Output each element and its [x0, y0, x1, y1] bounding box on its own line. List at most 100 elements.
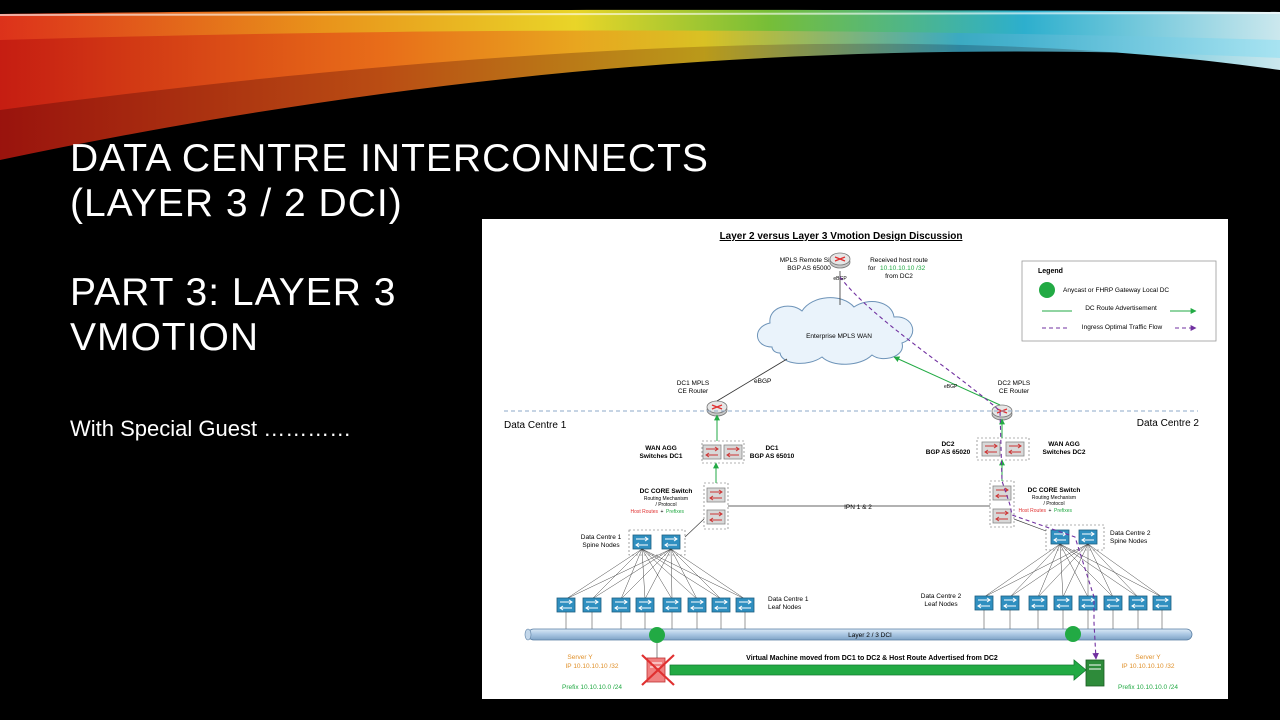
core-dc2-title: DC CORE Switch — [1028, 487, 1081, 494]
dc2-core-switch-icon — [992, 508, 1012, 524]
dc1-leaf-switch-icon — [662, 597, 682, 613]
mpls-sites-line1: MPLS Remote Sites — [780, 257, 839, 264]
dc2-bgp-line1: DC2 — [941, 441, 954, 448]
dc2-leaf-switch-icon — [974, 595, 994, 611]
part-heading: PART 3: LAYER 3 VMOTION — [70, 270, 396, 360]
dc1-wan-agg-switch-icon — [723, 444, 743, 460]
server-left-prefix: Prefix 10.10.10.0 /24 — [562, 684, 622, 691]
dc2-leaf-switch-icon — [1000, 595, 1020, 611]
dc2-leaf-switch-icon — [1053, 595, 1073, 611]
core-dc1-title: DC CORE Switch — [640, 488, 693, 495]
spine-dc2-line2: Spine Nodes — [1110, 538, 1148, 545]
mpls-wan-cloud — [757, 297, 914, 365]
dc2-ce-line1: DC2 MPLS — [998, 380, 1031, 387]
core-dc1-proto: / Protocol — [655, 502, 676, 508]
server-left-name: Server Y — [567, 654, 593, 661]
core-dc2-prefix: Prefixes — [1054, 508, 1073, 514]
ingress-flow-path — [839, 276, 1099, 660]
decorative-swoosh — [0, 9, 1280, 160]
spine-dc1-line1: Data Centre 1 — [581, 534, 622, 541]
network-diagram: Layer 2 versus Layer 3 Vmotion Design Di… — [482, 219, 1228, 699]
core-dc1-mech: Routing Mechanism — [644, 496, 688, 502]
leaf-dc1-line2: Leaf Nodes — [768, 604, 802, 611]
dc1-leaf-switch-icon — [711, 597, 731, 613]
server-right-ip: IP 10.10.10.10 /32 — [1121, 663, 1174, 670]
wan-agg-dc2-line2: Switches DC2 — [1043, 449, 1086, 456]
server-right-prefix: Prefix 10.10.10.0 /24 — [1118, 684, 1178, 691]
dc2-spine-switch-icon — [1078, 529, 1098, 545]
title-line-2: (LAYER 3 / 2 DCI) — [70, 182, 403, 225]
dc2-core-switch-icon — [992, 485, 1012, 501]
dc2-wan-agg-switch-icon — [1005, 441, 1025, 457]
vm-moved-label: Virtual Machine moved from DC1 to DC2 & … — [746, 655, 998, 662]
dc2-ce-router-icon — [991, 404, 1013, 421]
dc1-leaf-switch-icon — [611, 597, 631, 613]
server-left-ip: IP 10.10.10.10 /32 — [565, 663, 618, 670]
dc1-leaf-switch-icon — [582, 597, 602, 613]
core-dc2-proto: / Protocol — [1043, 501, 1064, 507]
dc1-label: Data Centre 1 — [504, 420, 567, 431]
dc1-spine-switch-icon — [632, 534, 652, 550]
guest-text: With Special Guest ………… — [70, 416, 352, 441]
legend-item-gateway: Anycast or FHRP Gateway Local DC — [1063, 287, 1169, 294]
legend-item-ingress: Ingress Optimal Traffic Flow — [1082, 324, 1163, 331]
core-dc1-prefix: Prefixes — [666, 509, 685, 515]
wan-agg-dc2-line1: WAN AGG — [1048, 441, 1080, 448]
spine-dc2-line1: Data Centre 2 — [1110, 530, 1151, 537]
leaf-dc2-line1: Data Centre 2 — [921, 593, 962, 600]
mpls-remote-router-icon — [829, 252, 851, 269]
vm-move-arrow — [669, 659, 1087, 681]
legend-title: Legend — [1038, 268, 1063, 275]
dc1-core-switch-icon — [706, 487, 726, 503]
received-route-prefix: 10.10.10.10 /32 — [880, 265, 926, 272]
dc2-gateway-dot — [1065, 626, 1081, 642]
received-route-2: for — [868, 265, 876, 272]
legend-item-route-adv: DC Route Advertisement — [1085, 305, 1157, 312]
dc2-leaf-switch-icon — [1028, 595, 1048, 611]
dc1-spine-switch-icon — [661, 534, 681, 550]
dc1-leaf-switch-icon — [556, 597, 576, 613]
dc1-wan-agg-switch-icon — [702, 444, 722, 460]
dc2-leaf-switch-icon — [1152, 595, 1172, 611]
received-route-3: from DC2 — [885, 273, 913, 280]
core-dc1-host: Host Routes — [630, 509, 658, 515]
diagram-title: Layer 2 versus Layer 3 Vmotion Design Di… — [720, 231, 963, 242]
dci-bar-label: Layer 2 / 3 DCI — [848, 632, 892, 639]
dc2-ce-line2: CE Router — [999, 388, 1030, 395]
part-line-2: VMOTION — [70, 316, 259, 359]
leaf-drop-lines — [565, 610, 1163, 629]
legend: Legend Anycast or FHRP Gateway Local DC … — [1021, 260, 1217, 342]
wan-agg-dc1-line2: Switches DC1 — [640, 453, 683, 460]
dc1-ce-router-icon — [706, 400, 728, 417]
server-right-icon — [1085, 659, 1105, 687]
dc1-leaf-mesh — [565, 548, 746, 600]
wan-agg-dc1-line1: WAN AGG — [645, 445, 677, 452]
dc1-leaf-switch-icon — [635, 597, 655, 613]
dc1-leaf-switch-icon — [687, 597, 707, 613]
dc2-leaf-mesh — [983, 543, 1163, 598]
dc1-gateway-dot — [649, 627, 665, 643]
core-dc2-plus: + — [1049, 508, 1052, 514]
dc2-wan-agg-switch-icon — [981, 441, 1001, 457]
ebgp-left-label: eBGP — [754, 378, 771, 385]
leaf-dc2-line2: Leaf Nodes — [924, 601, 958, 608]
core-dc1-plus: + — [661, 509, 664, 515]
dc2-leaf-switch-icon — [1128, 595, 1148, 611]
legend-gateway-dot — [1039, 282, 1055, 298]
received-route-1: Received host route — [870, 257, 928, 264]
dc2-leaf-switch-icon — [1103, 595, 1123, 611]
core-dc2-mech: Routing Mechanism — [1032, 495, 1076, 501]
ipn-label: IPN 1 & 2 — [844, 504, 872, 511]
dc2-bgp-line2: BGP AS 65020 — [926, 449, 971, 456]
leaf-dc1-line1: Data Centre 1 — [768, 596, 809, 603]
dc1-ce-line1: DC1 MPLS — [677, 380, 710, 387]
part-line-1: PART 3: LAYER 3 — [70, 271, 397, 314]
dc1-bgp-line2: BGP AS 65010 — [750, 453, 795, 460]
server-right-name: Server Y — [1135, 654, 1161, 661]
dc1-bgp-line1: DC1 — [765, 445, 778, 452]
core-dc2-host: Host Routes — [1018, 508, 1046, 514]
mpls-sites-line2: BGP AS 65000 — [787, 265, 831, 272]
cloud-label: Enterprise MPLS WAN — [806, 333, 872, 340]
slide-title: DATA CENTRE INTERCONNECTS (LAYER 3 / 2 D… — [70, 136, 709, 226]
dc2-label: Data Centre 2 — [1137, 418, 1200, 429]
